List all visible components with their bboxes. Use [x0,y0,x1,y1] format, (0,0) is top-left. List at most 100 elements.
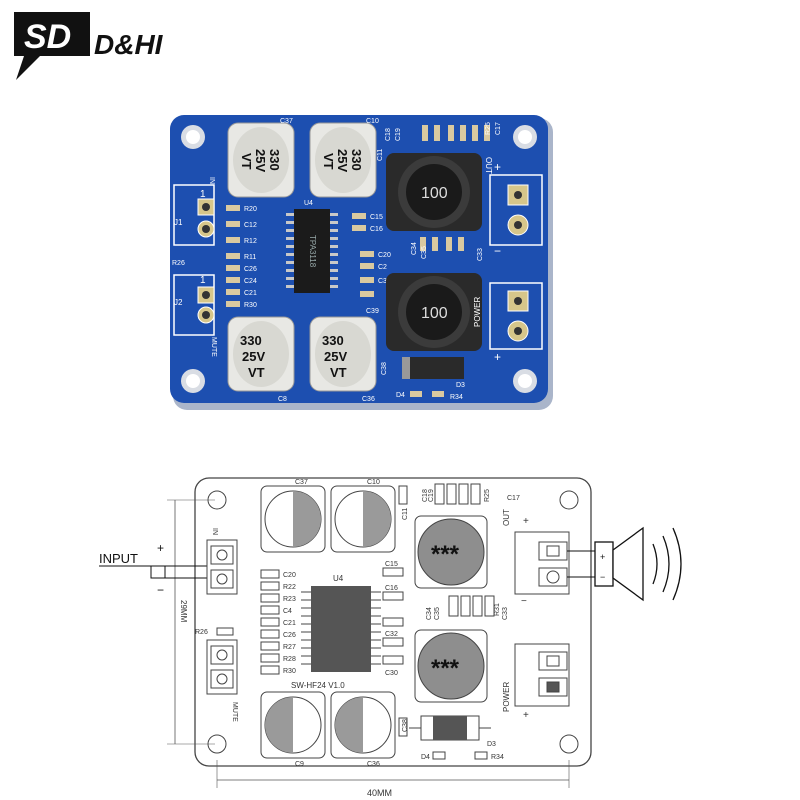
cap-series: VT [239,153,254,170]
inductor-bottom: 100 [386,273,482,351]
smd-left-column [226,205,240,307]
inductor-marking: *** [431,541,460,568]
ref-r31: R31 [494,603,501,616]
ref-c15: C15 [385,561,398,568]
c39-label: C39 [366,308,379,315]
ref-r22: R22 [283,584,296,591]
c12-label: C12 [244,222,257,229]
d4-label: D4 [396,392,405,399]
c38-label: C38 [381,362,388,375]
c35-label: C35 [421,246,428,259]
r25-label: R25 [485,122,492,135]
d3-label: D3 [456,382,465,389]
out-terminal-outline [489,174,543,246]
board-drawing: 29MM 40MM INPUT + − IN MUTE R26 C37 C10 … [99,477,682,798]
r11-label: R11 [244,254,256,261]
power-plus-label: + [494,350,501,364]
cap-voltage: 25V [253,149,268,172]
logo-mark-icon [14,12,90,80]
ref-c19: C19 [428,489,435,502]
ref-d3: D3 [487,741,496,748]
inductor-marking: 100 [421,185,448,202]
capacitor-c36: 330 25V VT C36 [309,316,377,403]
r34-label: R34 [450,394,463,401]
ref-r27: R27 [283,644,296,651]
c24-label: C24 [244,278,257,285]
cap-series: VT [321,153,336,170]
j2-outline [173,274,215,336]
cap-ref: C36 [362,396,375,403]
cap-ref: C9 [295,761,304,768]
power-label: POWER [473,297,482,327]
ref-c35: C35 [434,607,441,620]
drawing-chip-u4: U4 [301,574,381,672]
drawing-middle-smd [448,595,495,617]
width-dimension: 40MM [367,788,392,798]
chip-u4: TPA3118 U4 [286,200,338,293]
r26-label: R26 [195,629,208,636]
cap-series: VT [248,365,265,380]
mute-label: MUTE [231,702,238,722]
drawing-diode-d3 [409,715,491,741]
drawing-power-plus: + [523,710,529,721]
board-outline [194,477,592,767]
drawing-cap-c37: C37 [260,479,326,553]
in-label: IN [211,528,218,535]
j1-label: J1 [174,218,183,227]
speaker-plus: + [600,552,605,562]
r20-label: R20 [244,206,257,213]
drawing-out-minus: − [521,596,527,607]
ref-c18: C18 [422,489,429,502]
j2-pin1-label: 1 [200,275,206,286]
r12-label: R12 [244,238,257,245]
ref-c17: C17 [507,495,520,502]
cap-value: 330 [349,149,364,171]
drawing-cap-c10: C10 [330,479,396,553]
chip-ref: U4 [304,200,313,207]
in-label: IN [208,177,215,184]
ref-r28: R28 [283,656,296,663]
r30-label: R30 [244,302,257,309]
drawing-inductor-bottom: *** [414,629,488,703]
mute-label: MUTE [210,337,217,357]
capacitor-c37: 330 25V VT C37 [227,118,295,198]
smd-middle-right [420,237,464,251]
cap-voltage: 25V [335,149,350,172]
ref-c26: C26 [283,632,296,639]
mute-connector [206,639,238,695]
cap-ref: C10 [367,479,380,486]
speaker-icon [594,526,682,602]
drawing-cap-c9: C9 [260,691,326,768]
c11-label: C11 [377,149,384,161]
ref-r23: R23 [283,596,296,603]
drawing-cap-c36: C36 [330,691,396,768]
input-minus: − [157,583,164,597]
logo-mark-text: SD [24,18,71,56]
height-dimension: 29MM [179,600,188,623]
cap-ref: C10 [366,118,379,125]
c17-label: C17 [495,122,502,135]
brand-logo: SD D&HI [14,12,164,80]
ref-c16: C16 [385,585,398,592]
board-photo: J1 1 IN J2 1 MUTE R26 330 25V VT C37 330… [170,115,553,410]
drawing-out-plus: + [523,516,529,527]
drawing-out-label: OUT [502,509,511,526]
ref-c34: C34 [426,607,433,620]
c15-label: C15 [370,214,383,221]
cap-voltage: 25V [242,349,265,364]
input-plus: + [157,541,164,555]
drawing-power-label: POWER [502,682,511,712]
ref-c20: C20 [283,572,296,579]
smd-top-row [422,125,490,141]
cap-value: 330 [322,333,344,348]
in-connector [206,539,238,595]
r26-label: R26 [172,260,185,267]
c19-label: C19 [395,128,402,141]
c34-label: C34 [411,242,418,255]
c32-label: C32 [378,278,391,285]
c20-label: C20 [378,252,391,259]
c26-label: C26 [244,266,257,273]
c2-label: C2 [378,264,387,271]
cap-value: 330 [240,333,262,348]
version-label: SW-HF24 V1.0 [291,681,345,690]
